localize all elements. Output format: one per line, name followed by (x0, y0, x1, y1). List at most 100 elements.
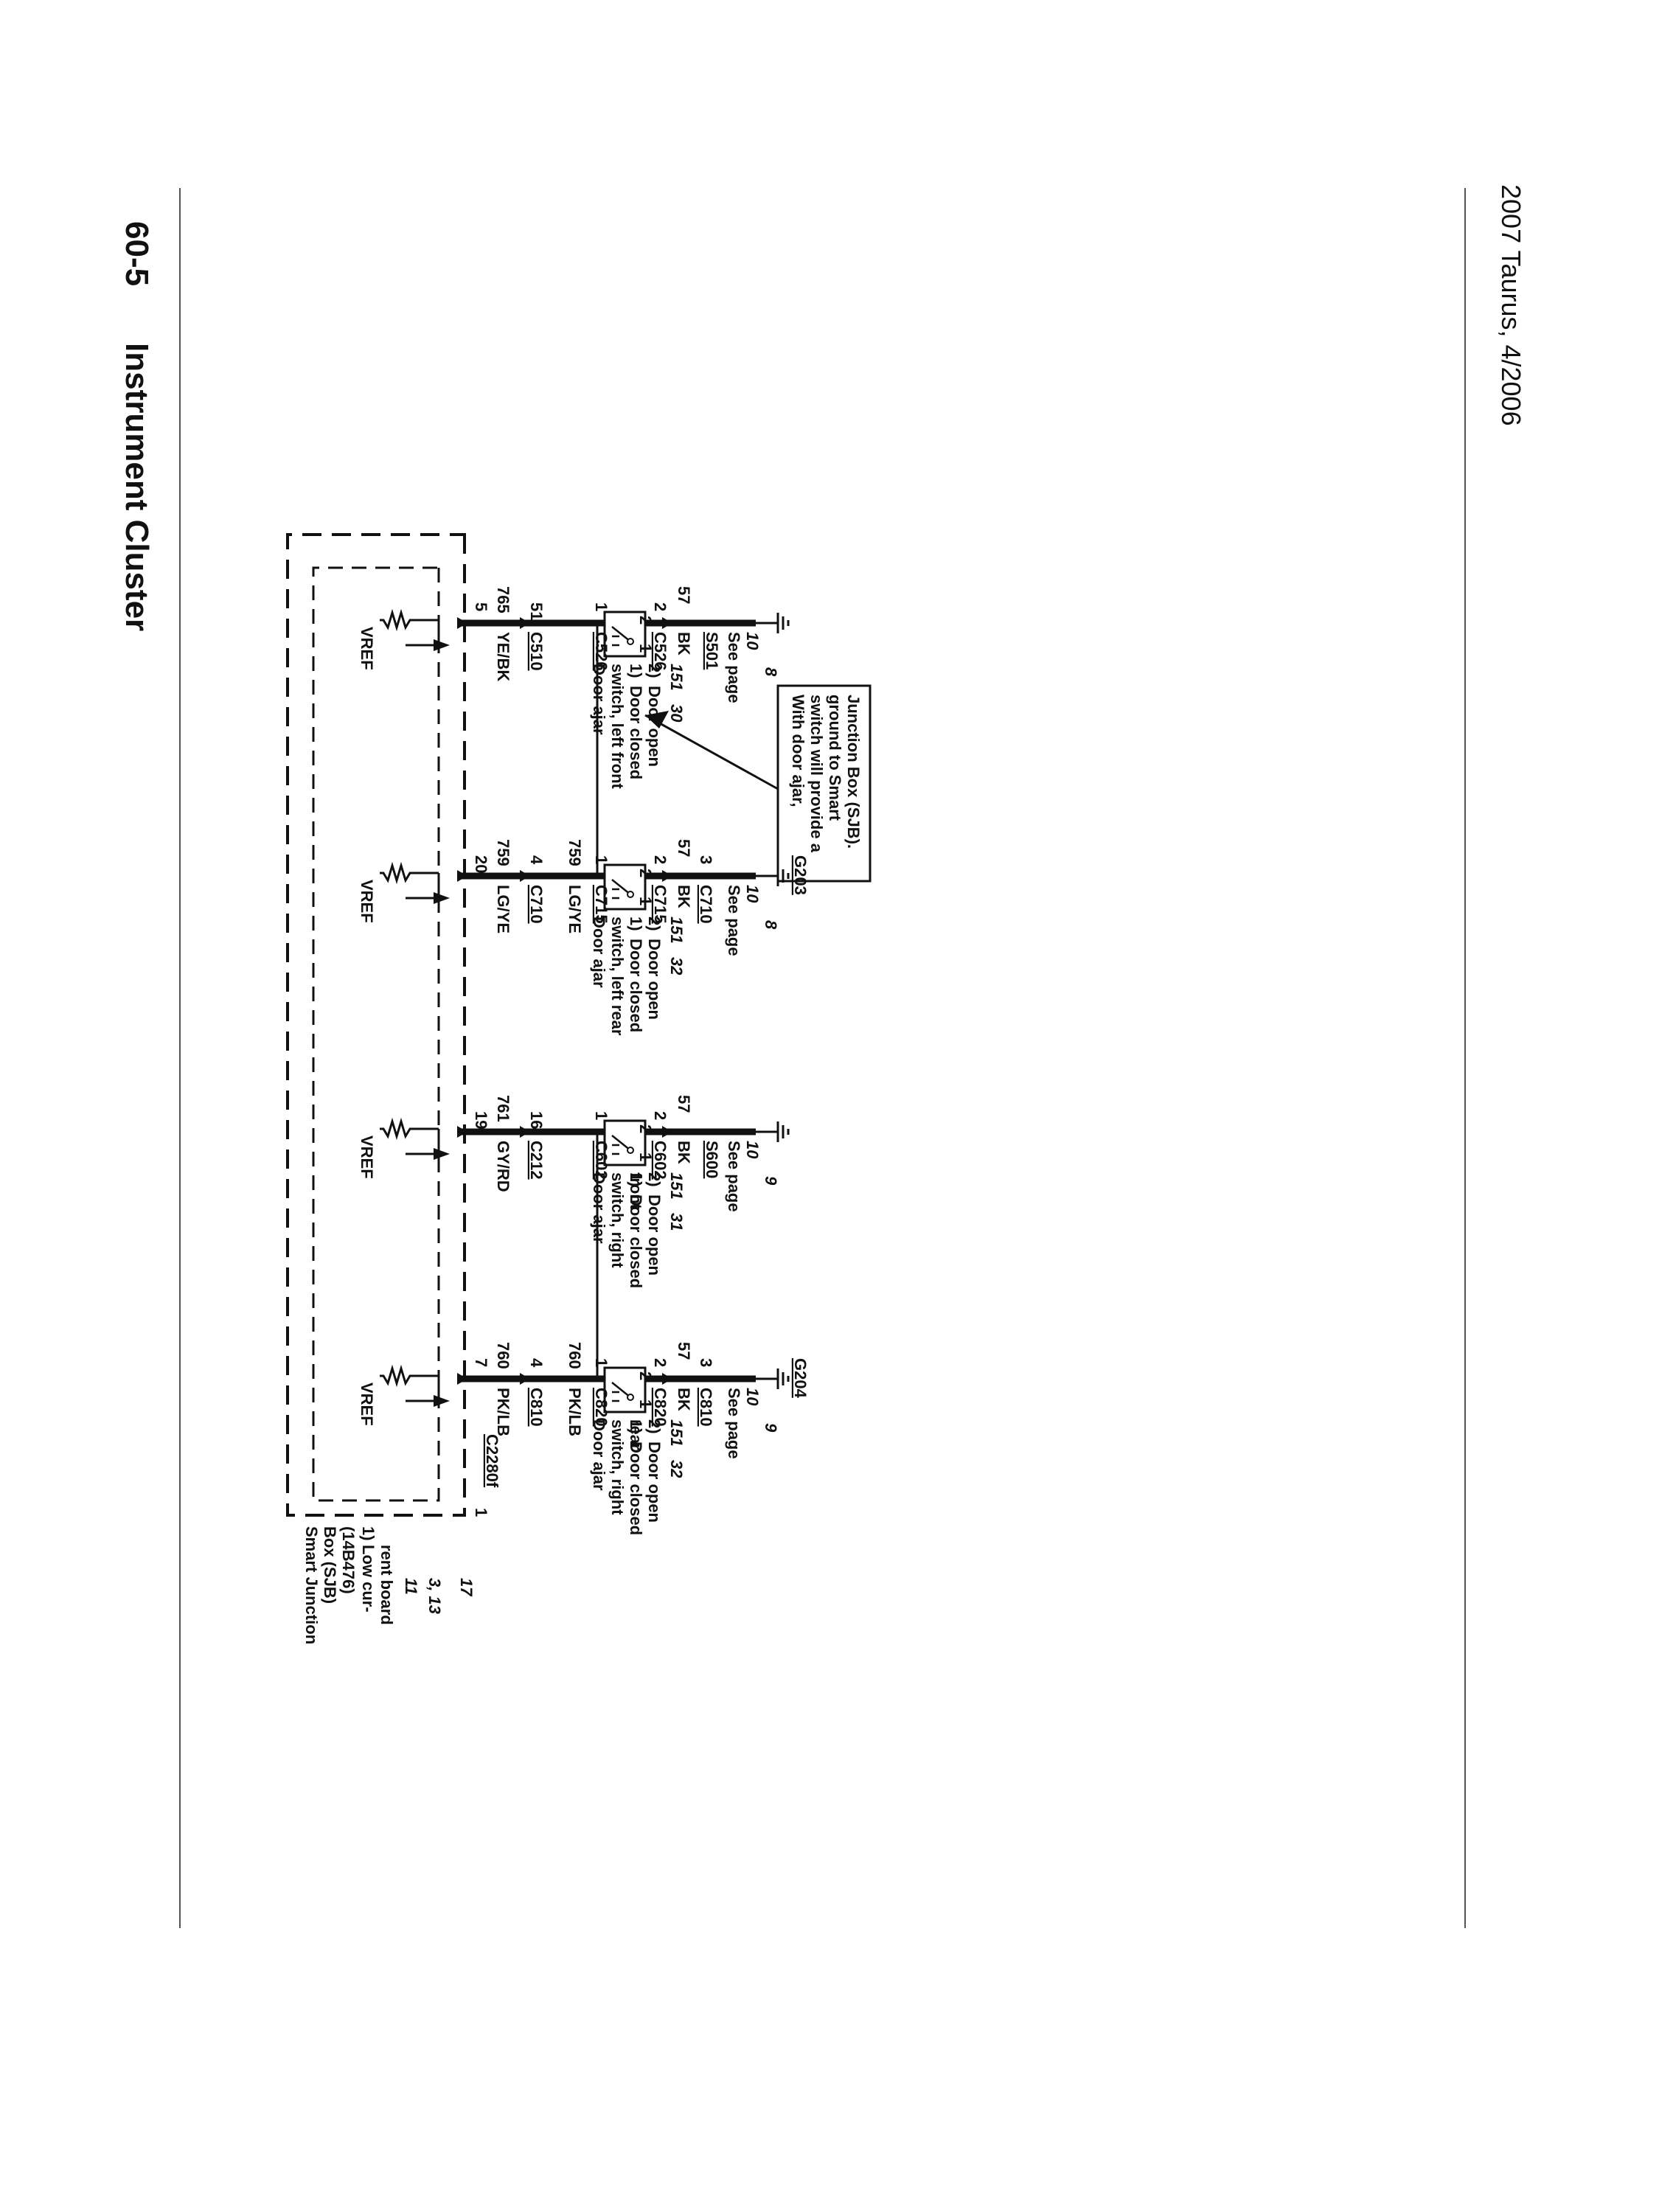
switch-title-line-2: switch, right (608, 1172, 627, 1268)
switch-pivot (627, 638, 634, 645)
ground-point: G204 (791, 1358, 810, 1399)
state-index-2: 2) (645, 664, 664, 678)
inline-pin-terminal (520, 1126, 530, 1138)
switch-connector: C526 (592, 632, 611, 671)
ground-connector: C526 (651, 632, 669, 671)
state-index-1: 1) (627, 917, 645, 931)
note-line-3: ground to Smart (826, 695, 844, 821)
sjb-board-line-2: rent board (378, 1545, 396, 1625)
switch-pin-1: 1 (592, 855, 611, 864)
inline-pin: 4 (527, 855, 546, 865)
sjb-ref-3: 17 (457, 1578, 476, 1597)
switch-terminal-1: 1 (636, 1152, 655, 1161)
ground-pin-terminal (662, 617, 672, 629)
vref-input-arrow (434, 892, 450, 904)
ground-connector: C602 (651, 1141, 669, 1180)
vref-resistor (380, 1117, 439, 1141)
ground-color: BK (675, 1388, 693, 1411)
sjb-board-line-1: Low cur- (359, 1545, 378, 1613)
state-ref-a: 151 (667, 917, 686, 944)
state-ref-b: 30 (667, 704, 686, 723)
wire-color: PK/LB (494, 1388, 512, 1436)
lower-circuit-number: 760 (566, 1342, 584, 1369)
sjb-connector: C2280f (483, 1434, 501, 1488)
ground-symbol (776, 1121, 790, 1142)
switch-connector: C715 (592, 885, 611, 924)
see-page-ref-1: 10 (743, 1141, 762, 1159)
ground-circuit: 57 (675, 1095, 693, 1113)
splice: S501 (703, 632, 721, 669)
inline-connector: C810 (527, 1388, 546, 1427)
inline-pin-terminal (520, 617, 530, 629)
state-index-1: 1) (627, 1419, 645, 1434)
see-page: See page (725, 1141, 743, 1212)
switch-terminal-1: 1 (636, 1399, 655, 1408)
switch-connector: C820 (592, 1388, 611, 1427)
see-page-ref-1: 10 (743, 632, 762, 650)
state-index-2: 2) (645, 1172, 664, 1187)
ground-color: BK (675, 1141, 693, 1164)
wire-color: GY/RD (494, 1141, 512, 1192)
switch-pivot (627, 1394, 634, 1401)
switch-title-line-1: Door ajar (590, 1419, 608, 1491)
switch-pin-2: 2 (651, 855, 669, 864)
vref-resistor (380, 861, 439, 885)
ground-symbol (776, 1368, 790, 1389)
ground-circuit: 57 (675, 1342, 693, 1360)
circuit-number: 759 (494, 839, 512, 866)
see-page-ref-2: 9 (762, 1423, 780, 1433)
ground-circuit: 57 (675, 839, 693, 857)
inline-pin-terminal (520, 1373, 530, 1385)
see-page: See page (725, 632, 743, 703)
switch-pivot (627, 891, 634, 898)
sjb-pin-terminal (457, 1373, 467, 1385)
state-open: Door open (645, 939, 664, 1020)
ground-pin-terminal (662, 870, 672, 882)
note-line-4: Junction Box (SJB). (844, 695, 863, 849)
state-open: Door open (645, 1194, 664, 1276)
switch-title-line-2: switch, right (608, 1419, 627, 1515)
lower-wire-color: LG/YE (566, 885, 584, 933)
switch-pin-1: 1 (592, 1111, 611, 1120)
see-page: See page (725, 885, 743, 956)
switch-pin-1: 1 (592, 602, 611, 611)
ground-extra-pin: 3 (697, 1358, 715, 1367)
ground-symbol (776, 866, 790, 886)
sjb-pin-terminal (457, 1126, 467, 1138)
circuit-number: 760 (494, 1342, 512, 1369)
see-page-ref-1: 10 (743, 1388, 762, 1406)
state-index-2: 2) (645, 917, 664, 931)
state-closed: Door closed (627, 939, 645, 1032)
vref-input-arrow (434, 639, 450, 651)
switch-pin-2: 2 (651, 1358, 669, 1367)
state-index-2: 2) (645, 1419, 664, 1434)
switch-pin-2: 2 (651, 602, 669, 611)
vref-label: VREF (358, 880, 376, 923)
state-ref-a: 151 (667, 664, 686, 691)
switch-terminal-1: 1 (636, 897, 655, 905)
switch-title-line-1: Door ajar (590, 1172, 608, 1244)
inline-pin: 51 (527, 602, 546, 620)
note-line-2: switch will provide a (807, 695, 826, 853)
state-ref-b: 32 (667, 1460, 686, 1478)
sjb-label: Smart Junction Box (SJB) (14B476) 1) Low… (302, 1434, 501, 1644)
wire-color: YE/BK (494, 632, 512, 681)
sjb-ref-2: 3, 13 (425, 1578, 444, 1614)
state-closed: Door closed (627, 686, 645, 779)
splice: S600 (703, 1141, 721, 1178)
sjb-name-line-2: Box (SJB) (321, 1526, 339, 1604)
switch-title-line-3: rear (627, 1419, 645, 1450)
switch-title-line-2: switch, left rear (608, 917, 627, 1036)
switch-title-line-2: switch, left front (608, 664, 627, 790)
circuit-number: 765 (494, 586, 512, 613)
state-index-1: 1) (627, 664, 645, 678)
state-index-1: 1) (627, 1172, 645, 1187)
switch-pivot (627, 1147, 634, 1154)
vref-input-arrow (434, 1148, 450, 1160)
vref-label: VREF (358, 1382, 376, 1426)
circuit-number: 761 (494, 1095, 512, 1122)
